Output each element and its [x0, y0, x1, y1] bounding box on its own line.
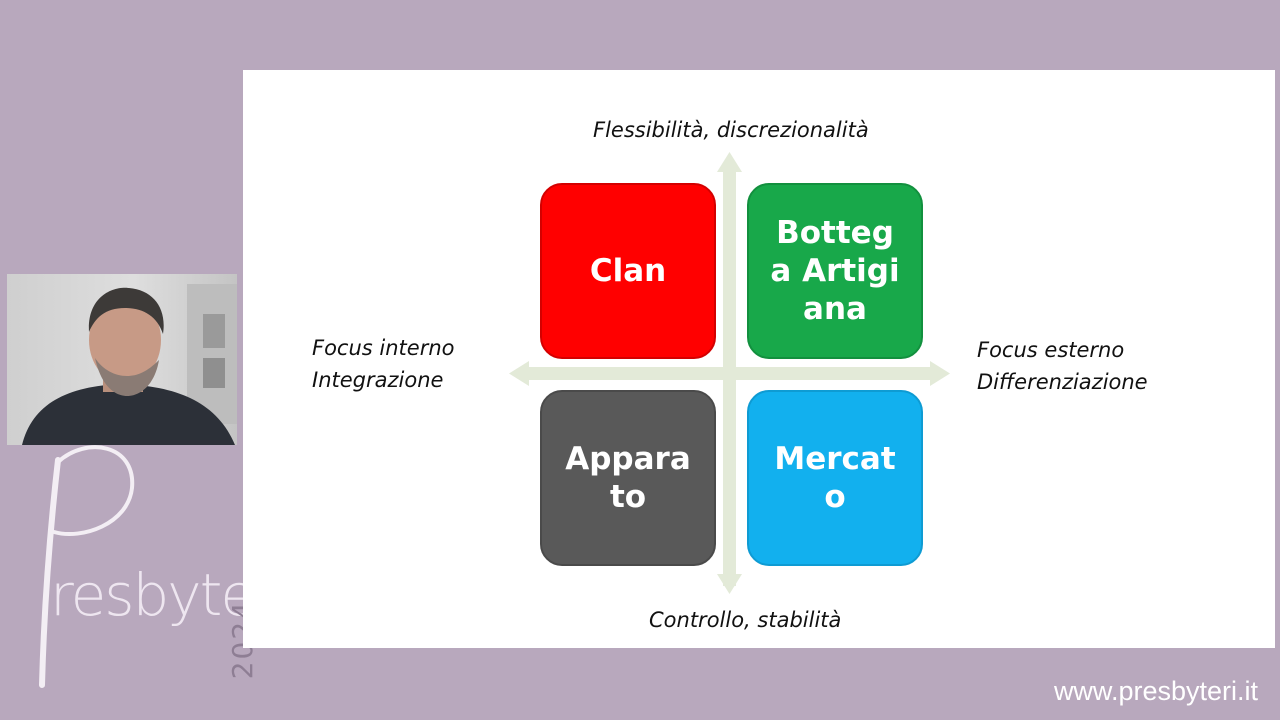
person-avatar [22, 284, 237, 445]
arrow-head-left [509, 361, 529, 386]
quadrant-apparato: Apparato [540, 390, 716, 566]
axis-label-right-line2: Differenziazione [977, 370, 1148, 394]
horizontal-axis-arrow [525, 367, 935, 380]
quadrant-bottega-artigiana: Bottega Artigiana [747, 183, 923, 359]
arrow-head-down [717, 574, 742, 594]
axis-label-top: Flessibilità, discrezionalità [593, 118, 869, 142]
quadrant-mercato: Mercato [747, 390, 923, 566]
website-url: www.presbyteri.it [1053, 676, 1258, 706]
arrow-head-right [930, 361, 950, 386]
quadrant-apparato-label: Apparato [565, 441, 691, 515]
webcam-video [7, 274, 237, 445]
quadrant-clan: Clan [540, 183, 716, 359]
axis-label-bottom: Controllo, stabilità [649, 608, 842, 632]
axis-label-left-line2: Integrazione [312, 368, 444, 392]
axis-label-left-line1: Focus interno [312, 336, 455, 360]
axis-label-left: Focus interno Integrazione [312, 332, 455, 396]
quadrant-clan-label: Clan [589, 253, 667, 289]
axis-arrows [509, 152, 950, 594]
axis-label-right-line1: Focus esterno [977, 338, 1125, 362]
brand-logo-p [39, 445, 135, 688]
arrow-head-up [717, 152, 742, 172]
quadrant-bottega-artigiana-label: Bottega Artigiana [770, 215, 900, 327]
presentation-slide: Flessibilità, discrezionalità Controllo,… [243, 70, 1275, 648]
quadrant-mercato-label: Mercato [774, 441, 896, 515]
axis-label-right: Focus esterno Differenziazione [977, 334, 1148, 398]
